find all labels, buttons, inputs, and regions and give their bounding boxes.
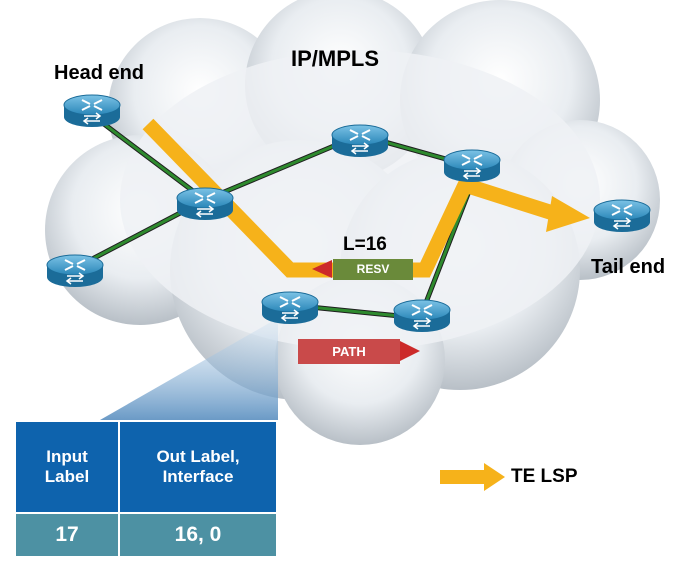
table-cell-output: 16, 0: [118, 512, 278, 558]
table-cell-input: 17: [14, 512, 120, 558]
path-box: [298, 339, 400, 364]
table-row: 17 16, 0: [14, 512, 278, 558]
path-message: PATH: [332, 344, 366, 359]
legend-lsp-arrowhead: [484, 463, 505, 491]
router-far-left: [46, 254, 104, 288]
router-right: [443, 149, 501, 183]
router-bottom-left: [261, 291, 319, 325]
legend-lsp-swatch: [440, 470, 484, 484]
te-lsp-arrowhead: [546, 196, 590, 232]
resv-message: RESV: [356, 262, 390, 276]
router-head-end: [63, 94, 121, 128]
resv-arrow: [312, 260, 332, 278]
cloud-label: IP/MPLS: [291, 46, 380, 71]
callout-wedge: [100, 318, 278, 420]
te-lsp-path: [142, 118, 559, 278]
router-left: [176, 187, 234, 221]
legend-label: TE LSP: [511, 466, 578, 487]
head-end-label: Head end: [54, 62, 145, 84]
path-arrow: [400, 341, 420, 361]
router-tail-end: [593, 199, 651, 233]
label-value: L=16: [343, 234, 387, 255]
router-bottom-right: [393, 299, 451, 333]
tail-end-label: Tail end: [591, 256, 666, 278]
resv-box: [333, 259, 413, 280]
table-header-out-label: Out Label,Interface: [118, 420, 278, 514]
router-top: [331, 124, 389, 158]
